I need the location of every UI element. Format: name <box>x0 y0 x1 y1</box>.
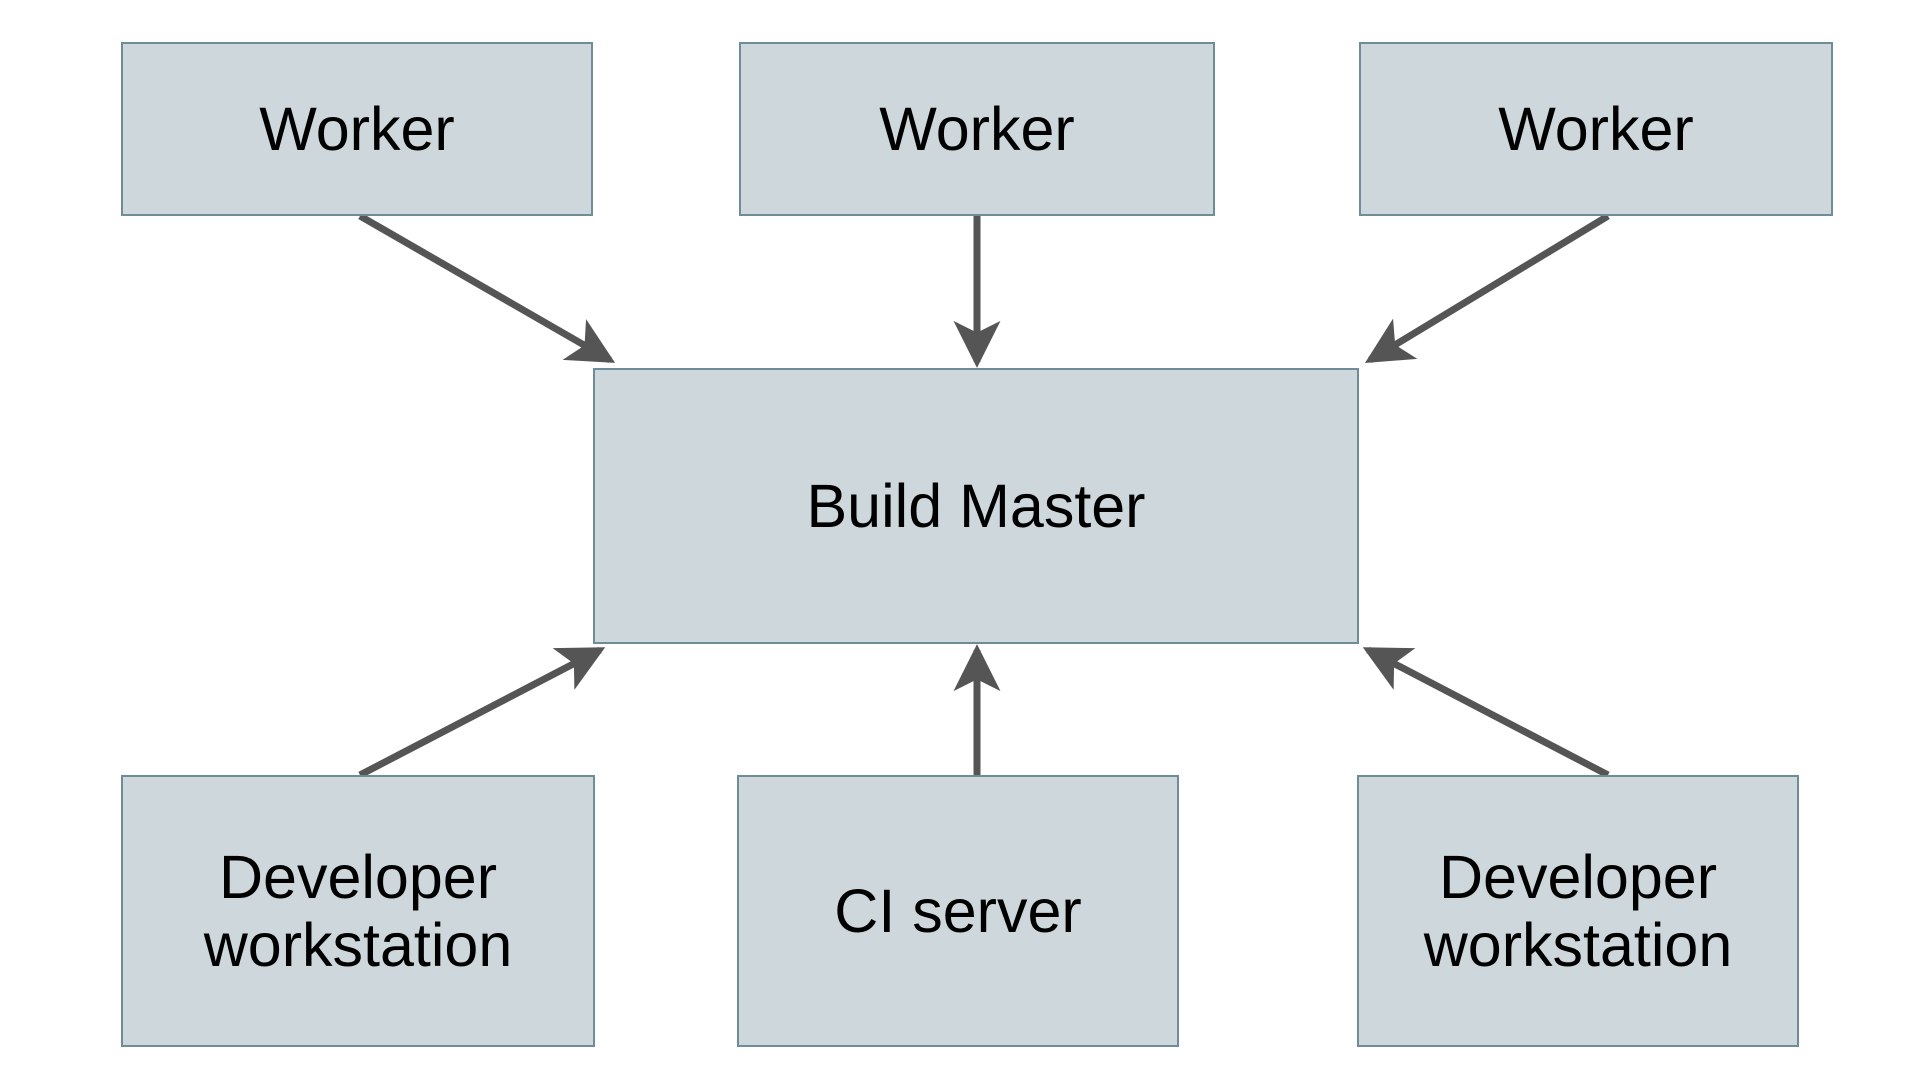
edge-worker3-to-master <box>1364 213 1610 364</box>
node-ci-server-label: CI server <box>834 876 1082 945</box>
node-build-master[interactable]: Build Master <box>593 368 1359 644</box>
node-developer-workstation-left[interactable]: Developer workstation <box>121 775 595 1047</box>
edge-devright-to-master <box>1362 646 1610 779</box>
node-worker-2-label: Worker <box>879 94 1075 163</box>
node-developer-workstation-right[interactable]: Developer workstation <box>1357 775 1799 1047</box>
node-developer-workstation-right-label: Developer workstation <box>1423 842 1733 979</box>
edge-worker1-to-master <box>358 212 616 364</box>
node-ci-server[interactable]: CI server <box>737 775 1179 1047</box>
node-worker-3-label: Worker <box>1498 94 1694 163</box>
node-developer-workstation-left-label: Developer workstation <box>203 842 513 979</box>
node-build-master-label: Build Master <box>806 471 1146 540</box>
node-worker-3[interactable]: Worker <box>1359 42 1833 216</box>
edge-devleft-to-master <box>358 646 606 779</box>
node-worker-1-label: Worker <box>259 94 455 163</box>
node-worker-2[interactable]: Worker <box>739 42 1215 216</box>
node-worker-1[interactable]: Worker <box>121 42 593 216</box>
